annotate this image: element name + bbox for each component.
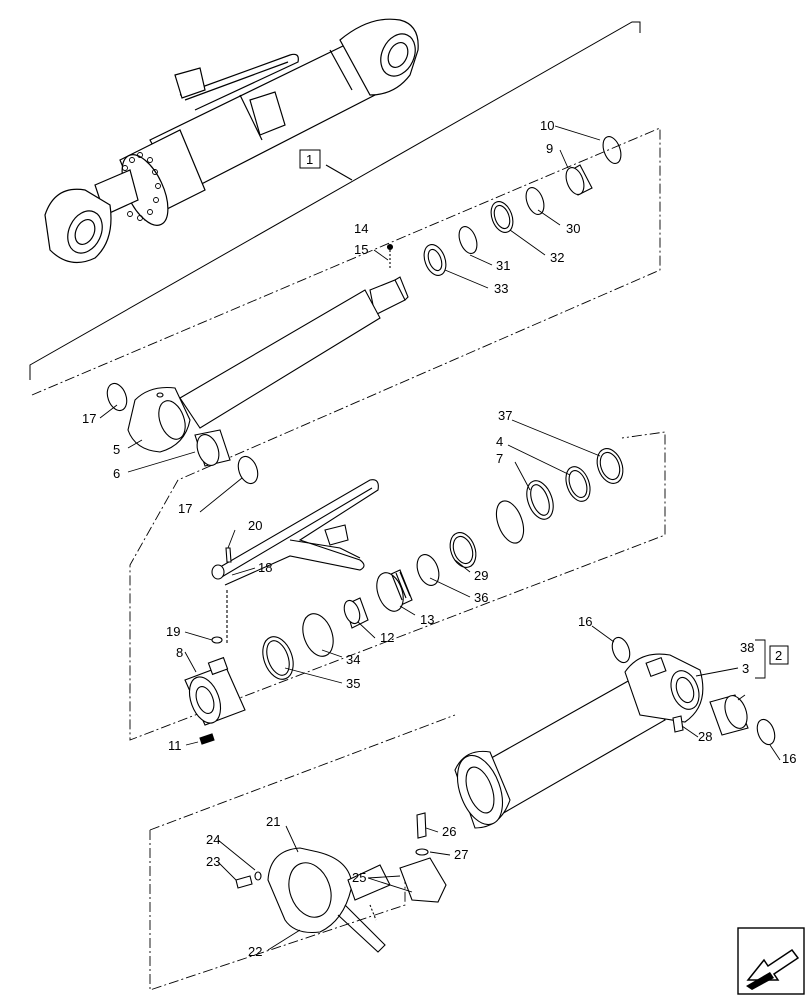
callout-28: 28: [698, 729, 712, 744]
callout-16a: 16: [578, 614, 592, 629]
cylinder-assembly-drawing: [44, 18, 419, 264]
clamp-drawing: [235, 812, 447, 953]
assembly-outline: [29, 21, 641, 380]
callout-23: 23: [206, 854, 220, 869]
callout-31: 31: [496, 258, 510, 273]
callout-37: 37: [498, 408, 512, 423]
callout-25: 25: [352, 870, 366, 885]
callout-12: 12: [380, 630, 394, 645]
callout-27: 27: [454, 847, 468, 862]
callout-21: 21: [266, 814, 280, 829]
piston-rod-drawing: [127, 243, 409, 453]
callout-labels: 10 9 30 32 31 33 14 15 17 5 6 17 37 4 7 …: [82, 118, 796, 959]
reference-box-2: 2: [769, 645, 789, 665]
callout-36: 36: [474, 590, 488, 605]
callout-38: 38: [740, 640, 754, 655]
callout-13: 13: [420, 612, 434, 627]
next-page-arrow-icon[interactable]: [737, 927, 805, 995]
callout-22: 22: [248, 944, 262, 959]
callout-17a: 17: [82, 411, 96, 426]
callout-11: 11: [168, 738, 182, 753]
callout-6: 6: [113, 466, 120, 481]
callout-33: 33: [494, 281, 508, 296]
callout-34: 34: [346, 652, 360, 667]
callout-14: 14: [354, 221, 368, 236]
barrel-group-frame: [149, 714, 456, 991]
callout-3: 3: [742, 661, 749, 676]
callout-5: 5: [113, 442, 120, 457]
callout-1: 1: [306, 152, 313, 167]
callout-2: 2: [775, 648, 782, 663]
rod-group-frame: [31, 127, 661, 481]
callout-29: 29: [474, 568, 488, 583]
callout-35: 35: [346, 676, 360, 691]
leader-lines: [99, 125, 781, 951]
callout-18: 18: [258, 560, 272, 575]
barrel-drawing: [454, 636, 776, 829]
callout-30: 30: [566, 221, 580, 236]
callout-9: 9: [546, 141, 553, 156]
callout-26: 26: [442, 824, 456, 839]
piston-group-drawing: [184, 448, 624, 745]
callout-15: 15: [354, 242, 368, 257]
callout-17b: 17: [178, 501, 192, 516]
callout-8: 8: [176, 645, 183, 660]
callout-32: 32: [550, 250, 564, 265]
rod-seal-rings: [106, 136, 622, 485]
callout-10: 10: [540, 118, 554, 133]
callout-19: 19: [166, 624, 180, 639]
callout-7: 7: [496, 451, 503, 466]
piston-group-frame: [129, 431, 666, 741]
callout-24: 24: [206, 832, 220, 847]
callout-20: 20: [248, 518, 262, 533]
reference-box-1: 1: [299, 149, 321, 169]
callout-16b: 16: [782, 751, 796, 766]
callout-4: 4: [496, 434, 503, 449]
